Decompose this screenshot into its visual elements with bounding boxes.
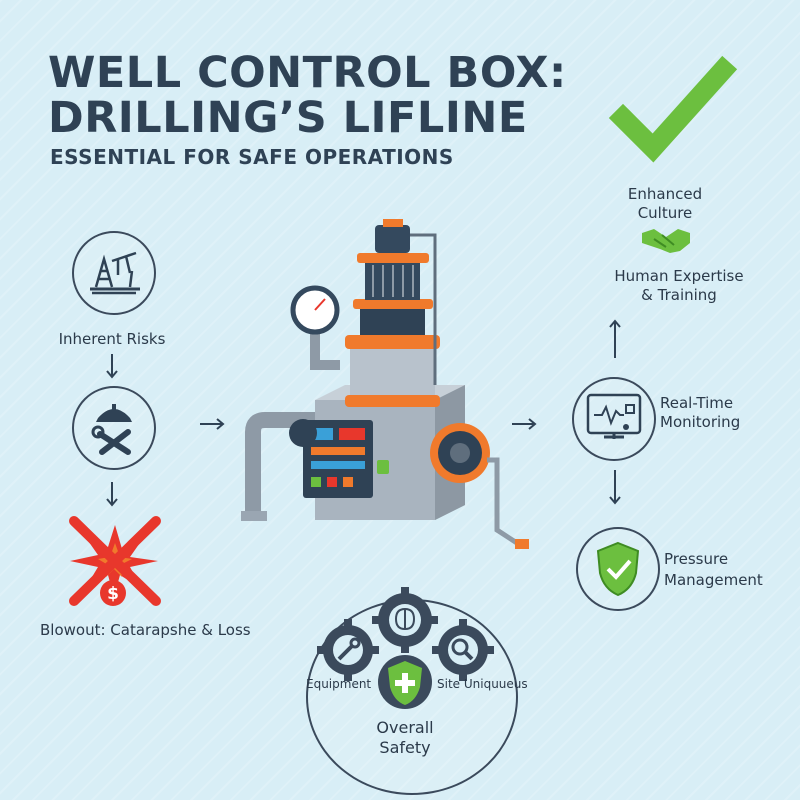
risks-circle — [72, 231, 156, 315]
arrow-right-2 — [512, 418, 537, 430]
dollar-icon: $ — [100, 580, 126, 606]
medical-shield-icon — [378, 655, 432, 709]
blowout-warning-icon — [69, 516, 161, 606]
brain-gear-icon — [372, 587, 438, 653]
pressure-circle — [576, 527, 660, 611]
expertise-label-1: Human Expertise — [614, 267, 744, 285]
magnifier-gear-icon — [432, 619, 494, 681]
expertise-label-2: & Training — [641, 286, 717, 304]
monitor-icon — [586, 393, 642, 439]
blowout-label: Blowout: Catarapshe & Loss — [40, 621, 251, 639]
worker-tools-icon — [91, 404, 132, 455]
pressure-label-1: Pressure — [664, 550, 729, 568]
check-mark-icon — [608, 55, 738, 163]
arrow-down-2 — [106, 482, 118, 507]
handshake-icon — [642, 229, 690, 253]
overall-label-1: Overall — [376, 718, 434, 737]
wrench-gear-icon — [317, 619, 379, 681]
equipment-label: Equipment — [306, 677, 372, 691]
pressure-label-2: Management — [664, 571, 763, 589]
worker-circle — [72, 386, 156, 470]
wellhead-machine-icon — [241, 219, 529, 549]
arrow-up — [609, 319, 621, 358]
culture-label-1: Enhanced — [627, 185, 703, 203]
oil-rig-icon — [90, 251, 140, 295]
title-line-2: DRILLING’S LIFLINE — [48, 93, 528, 143]
arrow-down-3 — [609, 470, 621, 505]
title-line-1: WELL CONTROL BOX: — [48, 48, 567, 98]
arrow-down-1 — [106, 354, 118, 379]
risks-label: Inherent Risks — [58, 330, 166, 348]
culture-label-2: Culture — [637, 204, 693, 222]
shield-check-icon — [596, 541, 640, 597]
svg-text:$: $ — [107, 584, 119, 604]
subtitle: ESSENTIAL FOR SAFE OPERATIONS — [50, 145, 454, 169]
monitoring-label-2: Monitoring — [660, 413, 741, 431]
overall-label-2: Safety — [379, 738, 431, 757]
arrow-right-1 — [200, 418, 225, 430]
site-label: Site Uniquueus — [437, 677, 528, 691]
monitoring-circle — [572, 377, 656, 461]
monitoring-label-1: Real-Time — [660, 394, 734, 412]
